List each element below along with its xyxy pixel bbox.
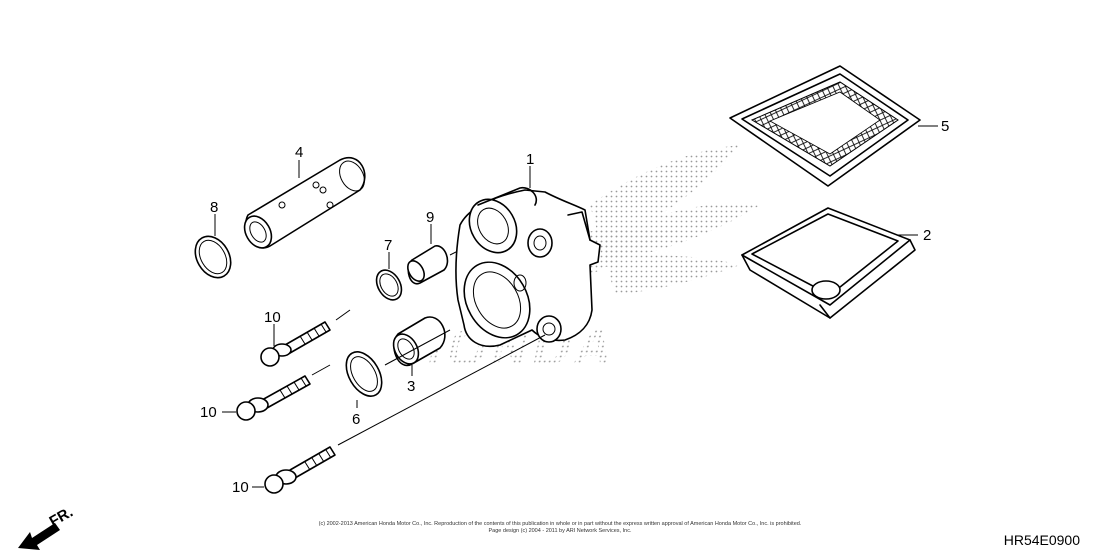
relief-valve-part-4 (243, 157, 366, 249)
callout-10-upper: 10 (264, 309, 281, 326)
diagram-code: HR54E0900 (1003, 532, 1080, 548)
o-ring-part-7 (375, 269, 403, 301)
callout-3: 3 (407, 378, 415, 395)
strainer-tray-part-2 (741, 207, 916, 319)
callout-4: 4 (295, 144, 303, 161)
front-direction-arrow-icon: FR. (18, 504, 76, 550)
copyright-notice: (c) 2002-2013 American Honda Motor Co., … (300, 521, 820, 535)
callout-9: 9 (426, 209, 434, 226)
collar-part-9 (407, 245, 449, 285)
oil-strainer-screen-part-5 (729, 65, 921, 187)
o-ring-part-8 (194, 235, 232, 279)
callout-2: 2 (923, 227, 931, 244)
oil-pump-body-part-1 (455, 186, 601, 347)
callout-6: 6 (352, 411, 360, 428)
copyright-line-1: (c) 2002-2013 American Honda Motor Co., … (318, 521, 802, 527)
copyright-line-2: Page design (c) 2004 - 2011 by ARI Netwo… (488, 528, 632, 534)
callout-8: 8 (210, 199, 218, 216)
callout-7: 7 (384, 237, 392, 254)
o-ring-part-6 (345, 351, 383, 397)
flange-bolt-part-10b (236, 375, 311, 421)
flange-bolt-part-10c (264, 446, 336, 494)
callout-5: 5 (941, 118, 949, 135)
callout-10-lower: 10 (232, 479, 249, 496)
callout-1: 1 (526, 151, 534, 168)
callout-10-middle: 10 (200, 404, 217, 421)
flange-bolt-part-10a (260, 321, 331, 367)
